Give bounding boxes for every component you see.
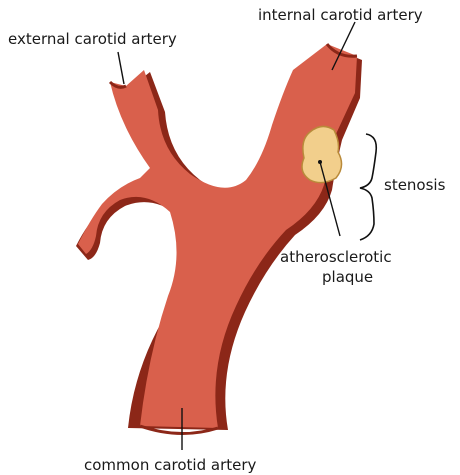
- label-plaque-line1: atherosclerotic: [280, 248, 392, 266]
- label-common-carotid: common carotid artery: [84, 456, 257, 474]
- label-external-carotid: external carotid artery: [8, 30, 177, 48]
- label-internal-carotid: internal carotid artery: [258, 6, 423, 24]
- atherosclerotic-plaque: [302, 126, 342, 182]
- leader-external: [118, 52, 124, 84]
- leader-plaque-dot: [318, 160, 322, 164]
- stenosis-brace: [360, 134, 376, 240]
- label-plaque-line2: plaque: [322, 268, 373, 286]
- label-stenosis: stenosis: [384, 176, 446, 194]
